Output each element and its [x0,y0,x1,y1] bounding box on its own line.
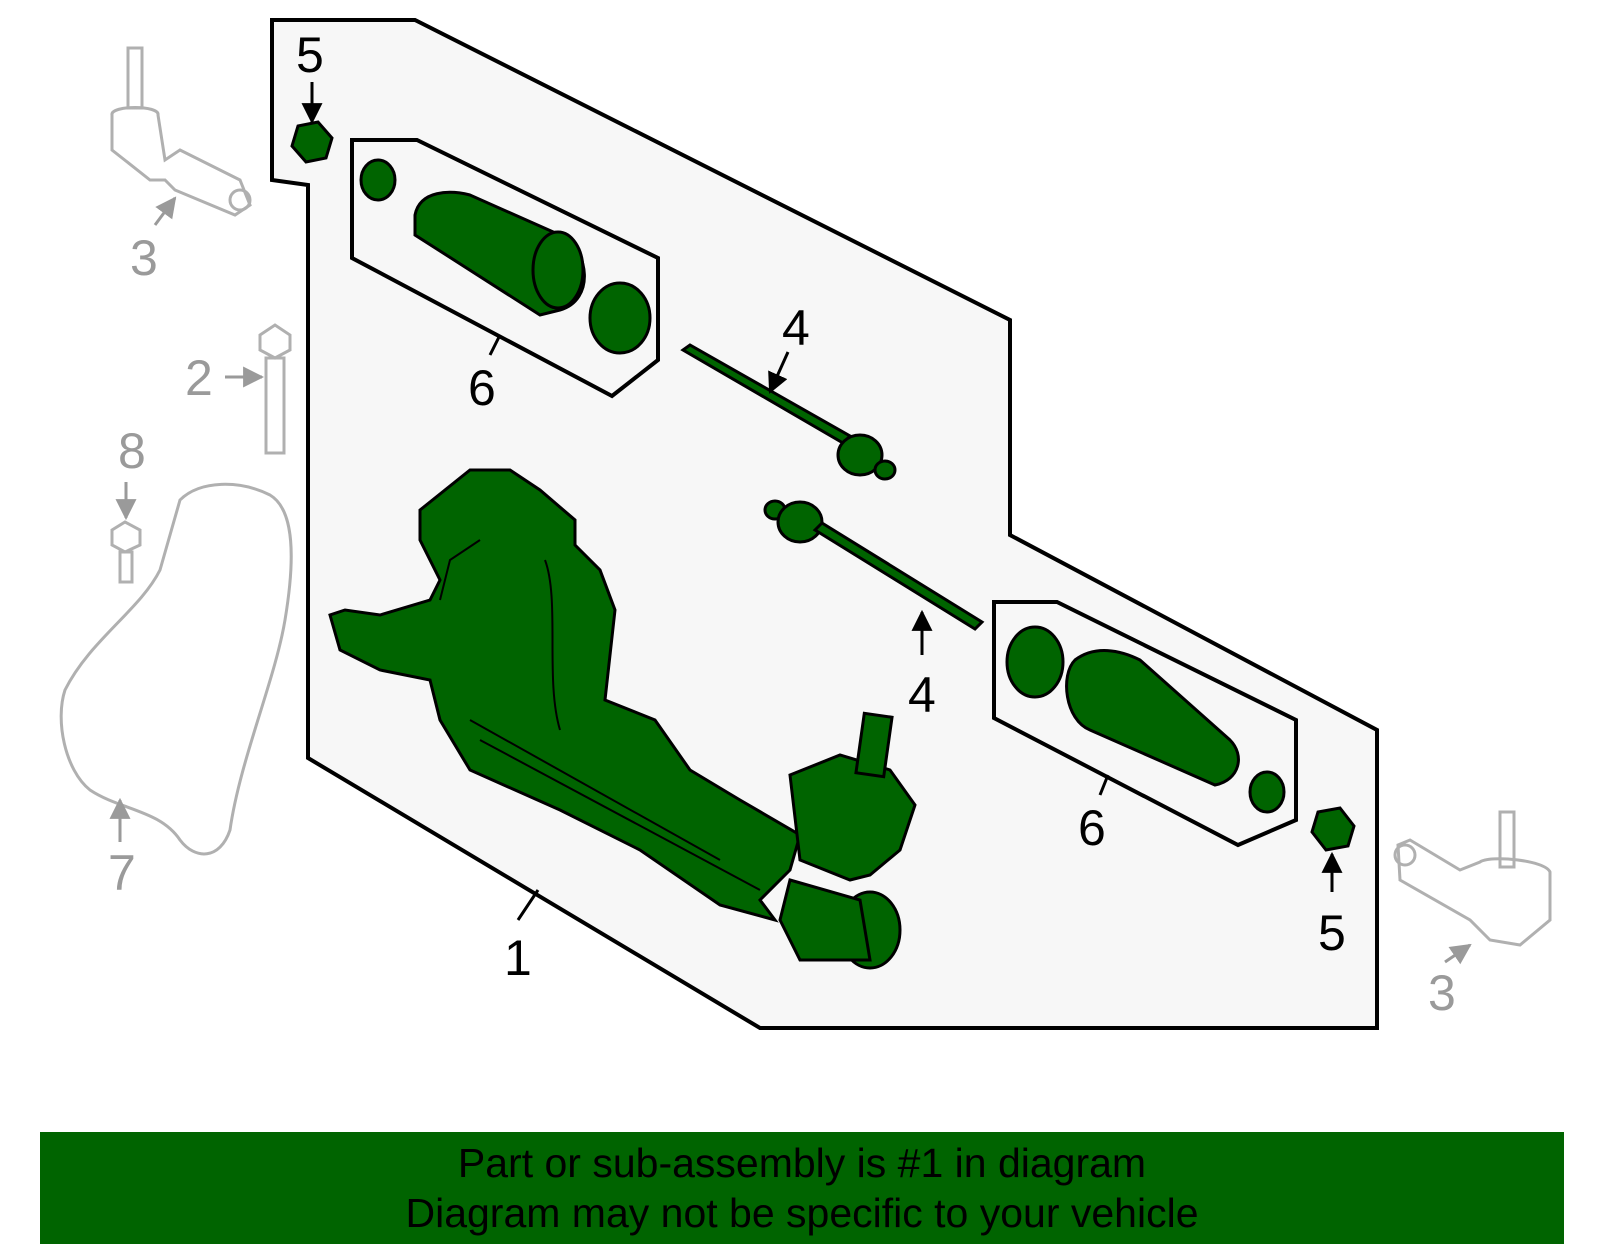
heat-shield-icon [59,482,293,856]
callout-7: 7 [108,845,136,901]
inner-tie-rod-lower [763,499,985,631]
callout-4-lower: 4 [908,667,936,723]
boot-kit-upper-parts [359,158,652,355]
info-banner: Part or sub-assembly is #1 in diagram Di… [40,1132,1564,1244]
boot-bellows-icon [1065,649,1240,787]
outer-tie-rod-end-icon-lower [1393,810,1552,947]
clamp-small-icon [359,158,397,202]
banner-line-1: Part or sub-assembly is #1 in diagram [457,1140,1147,1186]
inner-tie-rod-upper [680,343,897,481]
steering-gear-icon [328,468,917,970]
callout-1: 1 [504,930,532,986]
callout-2: 2 [185,350,213,406]
callout-5-upper: 5 [296,27,324,83]
nut-icon-lower [1310,806,1356,852]
boot-kit-lower-parts [1005,625,1286,814]
callout-6-upper: 6 [468,360,496,416]
clamp-large-icon [588,281,652,355]
leader-lines [109,82,1472,965]
bolt-icon-short [110,520,142,584]
callout-8: 8 [118,423,146,479]
outer-tie-rod-end-icon-upper [110,46,252,217]
parts-diagram: 5 3 6 4 2 8 7 1 4 6 5 3 [59,18,1552,1030]
banner-line-2: Diagram may not be specific to your vehi… [405,1190,1199,1236]
callout-4-upper: 4 [782,300,810,356]
clamp-small-icon [1248,770,1286,814]
callout-3-lower: 3 [1428,965,1456,1021]
steering-gear-detail-lines [439,539,761,891]
callout-3-upper: 3 [130,230,158,286]
callout-5-lower: 5 [1318,905,1346,961]
bolt-icon-long [258,323,292,455]
clamp-large-icon [1005,625,1065,699]
callout-6-lower: 6 [1078,800,1106,856]
